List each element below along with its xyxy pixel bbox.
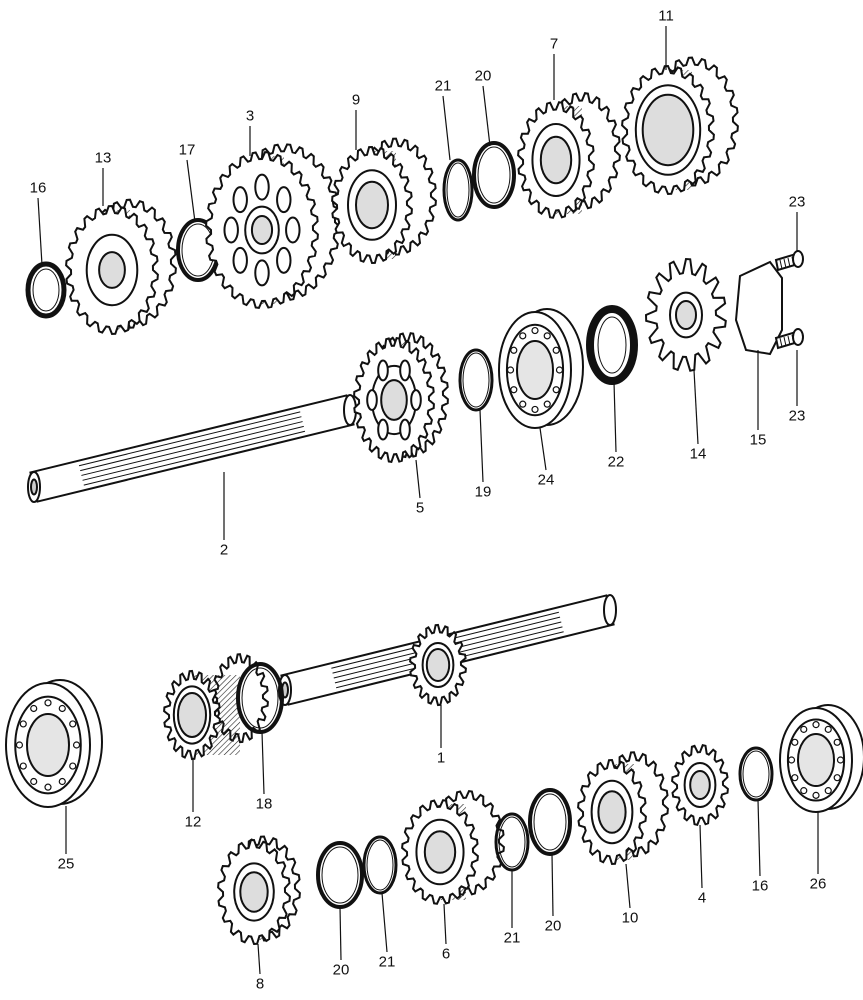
gear-10 <box>577 751 669 866</box>
part-label-19: 19 <box>474 483 492 501</box>
thrust-washer-16-lower <box>738 746 774 802</box>
thrust-washer-18 <box>236 662 284 734</box>
mainshaft-gear-1 <box>409 623 467 707</box>
part-label-20-lower-left: 20 <box>332 961 350 979</box>
leader-line <box>625 863 631 909</box>
leader-line <box>186 159 196 223</box>
countershaft-2 <box>27 394 357 503</box>
thrust-washer-16-upper <box>25 261 67 319</box>
drive-sprocket-14 <box>644 257 727 372</box>
part-label-20-upper: 20 <box>474 67 492 85</box>
leader-line <box>693 369 699 445</box>
part-label-20-lower-right: 20 <box>544 917 562 935</box>
part-label-5: 5 <box>415 499 425 517</box>
gear-6 <box>401 790 505 905</box>
bolt-23-lower <box>774 328 804 350</box>
gear-3 <box>205 143 341 309</box>
part-label-7: 7 <box>549 35 559 53</box>
bolt-23-upper <box>774 250 804 272</box>
gear-7 <box>517 91 621 219</box>
part-label-13: 13 <box>94 149 112 167</box>
part-label-22: 22 <box>607 453 625 471</box>
part-label-25: 25 <box>57 855 75 873</box>
leader-line <box>381 892 388 953</box>
circlip-21-upper <box>442 158 474 222</box>
gear-5 <box>353 332 449 464</box>
thrust-washer-19 <box>458 348 494 412</box>
leader-line <box>261 731 265 795</box>
leader-line <box>613 381 617 453</box>
splined-washer-20-upper <box>472 141 516 209</box>
gear-13 <box>65 198 177 336</box>
leader-line <box>539 427 547 471</box>
part-label-8: 8 <box>255 975 265 993</box>
ball-bearing-25 <box>5 679 103 808</box>
gear-4 <box>671 744 729 826</box>
ball-bearing-26 <box>779 704 863 813</box>
part-label-21-lower-left: 21 <box>378 953 396 971</box>
splined-washer-20-lower-right <box>528 788 572 856</box>
leader-line <box>443 903 447 945</box>
part-label-21-lower-right: 21 <box>503 929 521 947</box>
gear-12 <box>163 653 269 761</box>
circlip-21-lower-left <box>362 835 398 895</box>
leader-line <box>257 943 261 975</box>
part-label-16-upper: 16 <box>29 179 47 197</box>
part-label-16-lower: 16 <box>751 877 769 895</box>
part-label-14: 14 <box>689 445 707 463</box>
part-label-21-upper: 21 <box>434 77 452 95</box>
part-label-24: 24 <box>537 471 555 489</box>
part-label-23-upper: 23 <box>788 193 806 211</box>
part-label-4: 4 <box>697 889 707 907</box>
part-label-3: 3 <box>245 107 255 125</box>
part-label-10: 10 <box>621 909 639 927</box>
part-label-23-lower: 23 <box>788 407 806 425</box>
part-label-11: 11 <box>658 7 674 25</box>
part-label-18: 18 <box>255 795 273 813</box>
part-label-2: 2 <box>219 541 229 559</box>
leader-line <box>415 459 421 499</box>
part-label-1: 1 <box>436 749 446 767</box>
leader-line <box>339 906 342 961</box>
part-label-15: 15 <box>749 431 767 449</box>
circlip-21-lower-right <box>494 812 530 872</box>
leader-line <box>442 95 451 161</box>
part-label-6: 6 <box>441 945 451 963</box>
leader-line <box>757 799 761 877</box>
leader-line <box>37 197 43 266</box>
leader-line <box>699 824 703 889</box>
leader-line <box>482 85 491 147</box>
oil-seal-22 <box>586 305 638 385</box>
part-label-9: 9 <box>351 91 361 109</box>
leader-line <box>479 409 484 483</box>
splined-washer-20-lower-left <box>316 841 364 909</box>
leader-line <box>551 853 554 917</box>
gear-9 <box>331 137 437 265</box>
part-label-12: 12 <box>184 813 202 831</box>
gear-8 <box>217 835 301 946</box>
ball-bearing-24 <box>498 308 584 429</box>
part-label-17: 17 <box>178 141 196 159</box>
sprocket-fixing-plate-15 <box>734 260 783 356</box>
part-label-26: 26 <box>809 875 827 893</box>
gear-11 <box>621 56 739 196</box>
